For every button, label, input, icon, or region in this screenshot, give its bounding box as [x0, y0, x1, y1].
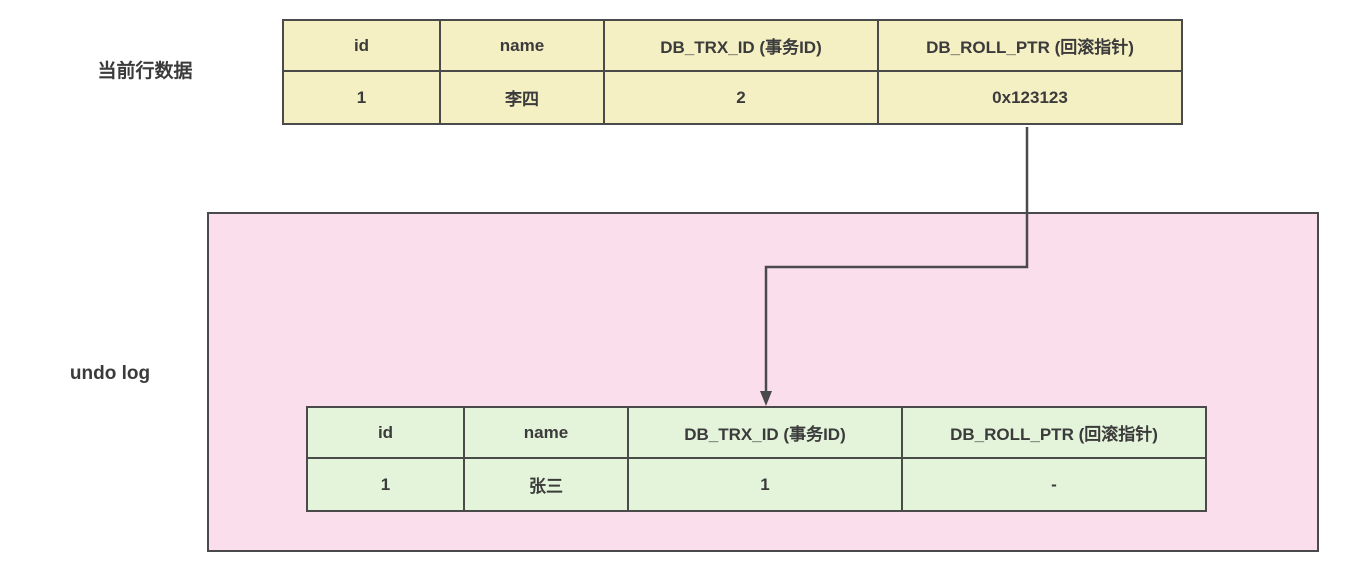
undo-log-table: id name DB_TRX_ID (事务ID) DB_ROLL_PTR (回滚…: [306, 406, 1207, 512]
current-cell-name: 李四: [439, 72, 603, 123]
undo-cell-name: 张三: [463, 459, 627, 510]
current-row-label: 当前行数据: [97, 61, 193, 82]
undo-cell-id: 1: [380, 474, 391, 494]
current-header-name: name: [439, 21, 603, 72]
current-header-id: id: [284, 21, 439, 72]
undo-header-roll-ptr: DB_ROLL_PTR (回滚指针): [901, 408, 1205, 459]
undo-header-name: name: [463, 408, 627, 459]
undo-header-trx-id: DB_TRX_ID (事务ID): [627, 408, 901, 459]
current-row-table: id name DB_TRX_ID (事务ID) DB_ROLL_PTR (回滚…: [282, 19, 1183, 125]
current-header-roll-ptr: DB_ROLL_PTR (回滚指针): [877, 21, 1181, 72]
current-cell-id: 1: [356, 87, 367, 107]
undo-cell-roll-ptr: -: [901, 459, 1205, 510]
undo-header-id: id: [308, 408, 463, 459]
undo-log-label: undo log: [69, 363, 151, 384]
undo-cell-trx-id: 1: [627, 459, 901, 510]
current-cell-trx-id: 2: [603, 72, 877, 123]
current-cell-roll-ptr: 0x123123: [877, 72, 1181, 123]
current-header-trx-id: DB_TRX_ID (事务ID): [603, 21, 877, 72]
